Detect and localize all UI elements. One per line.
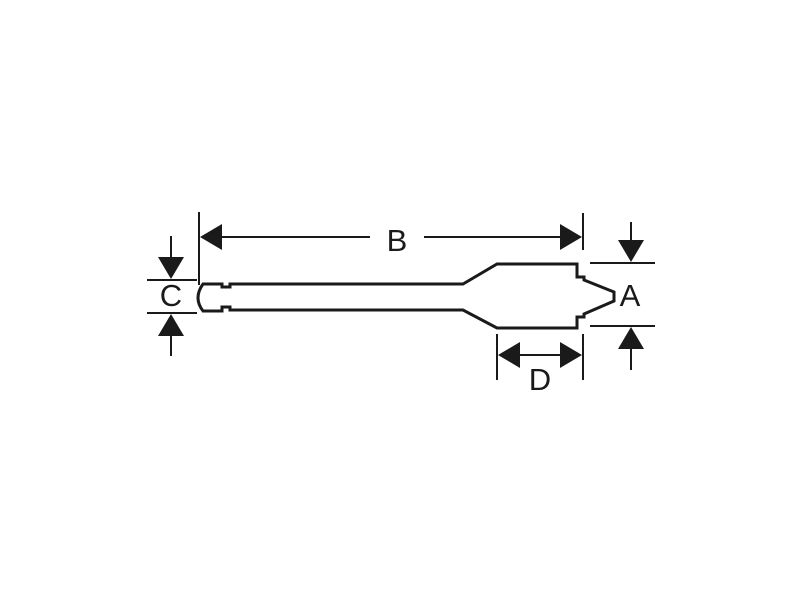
- arrowhead-a-bottom: [618, 327, 644, 349]
- arrowhead-b-right: [560, 224, 582, 250]
- dimension-label-d: D: [529, 362, 551, 397]
- arrowhead-c-top: [158, 257, 184, 279]
- spade-bit-profile: [196, 262, 616, 330]
- arrowhead-b-left: [200, 224, 222, 250]
- dimension-label-c: C: [160, 278, 182, 313]
- extension-lines: [147, 212, 655, 380]
- arrowhead-a-top: [618, 240, 644, 262]
- dimension-d: [498, 342, 582, 368]
- dimension-b: [200, 224, 582, 250]
- arrowhead-d-right: [560, 342, 582, 368]
- arrowhead-d-left: [498, 342, 520, 368]
- bit-outline: [196, 262, 616, 330]
- dimension-label-b: B: [387, 223, 408, 258]
- arrowhead-c-bottom: [158, 314, 184, 336]
- dimension-a: [618, 222, 644, 370]
- dimension-c: [158, 236, 184, 356]
- dimension-label-a: A: [620, 278, 641, 313]
